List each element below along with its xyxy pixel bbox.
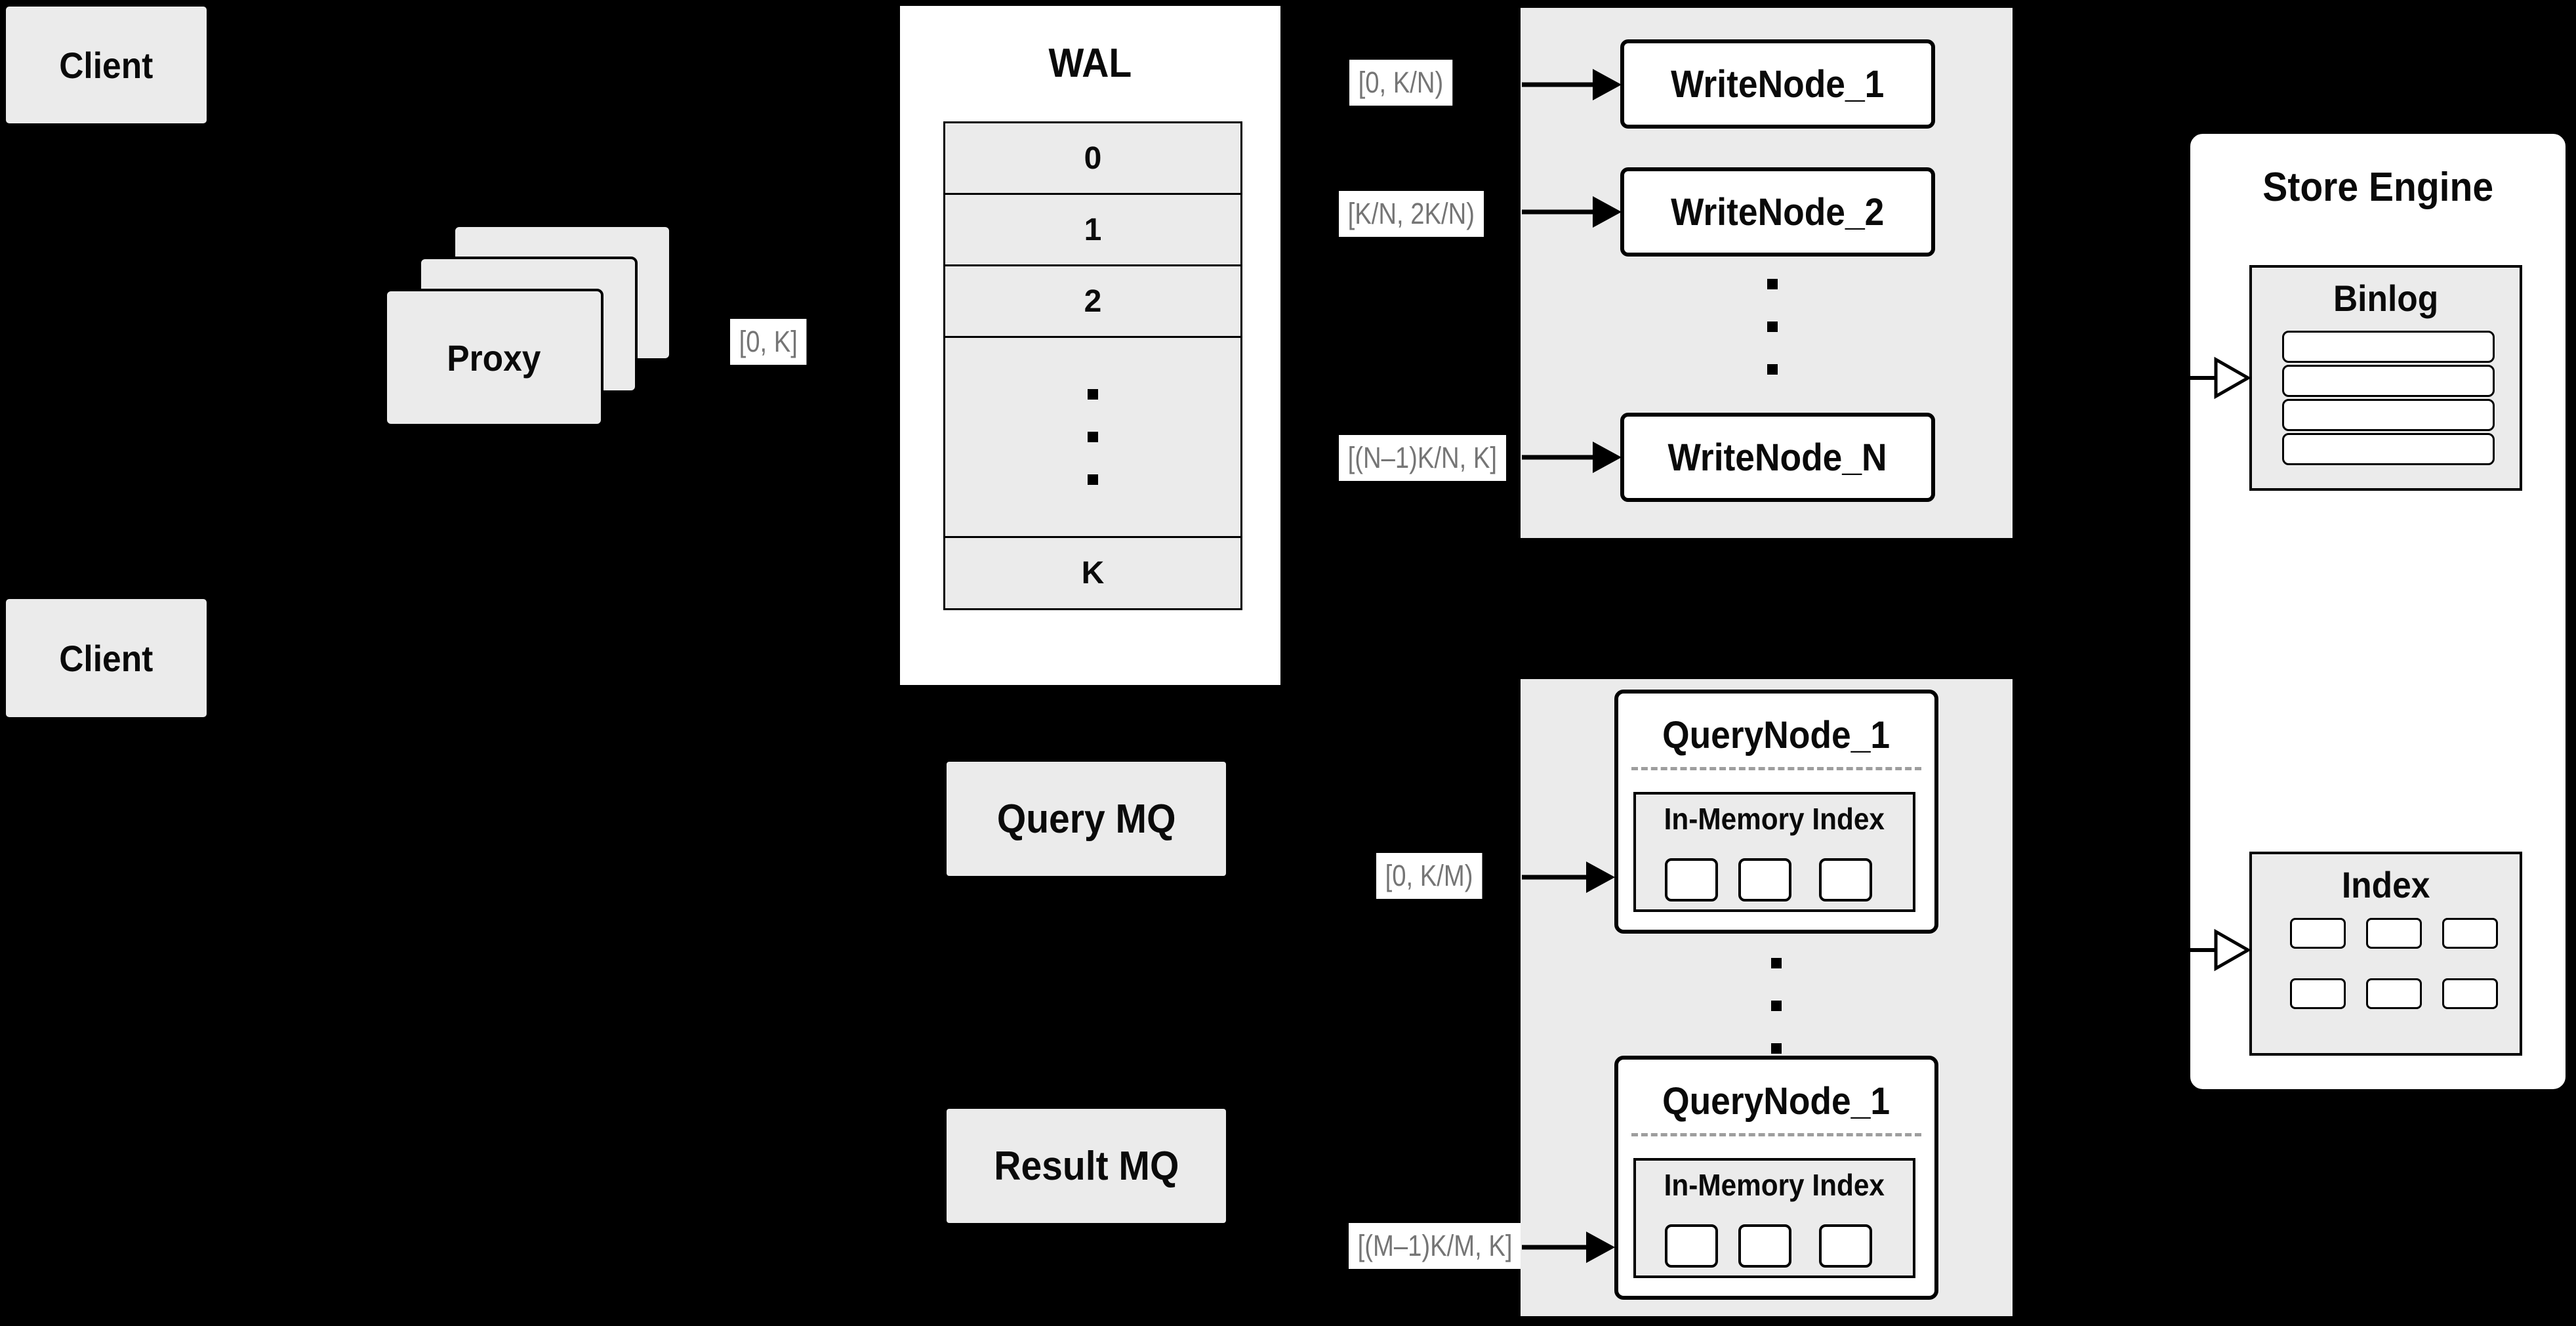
range-label-querynode-m: [(M–1)K/M, K] xyxy=(1349,1223,1522,1269)
index-cell xyxy=(2290,978,2346,1009)
wal-log-row-0: 0 xyxy=(943,121,1242,195)
index-cell xyxy=(2442,978,2498,1009)
writenode-1-box: WriteNode_1 xyxy=(1620,39,1935,129)
writenode-1-label: WriteNode_1 xyxy=(1671,62,1885,106)
binlog-row xyxy=(2282,399,2495,431)
index-cell xyxy=(2366,978,2422,1009)
client-box-bottom: Client xyxy=(6,599,207,717)
querynode-1-box: QueryNode_1 In-Memory Index xyxy=(1614,690,1938,934)
querynode-m-title: QueryNode_1 xyxy=(1662,1080,1891,1123)
wal-log-table: 0 1 2 K xyxy=(943,121,1242,610)
writenode-2-label: WriteNode_2 xyxy=(1671,190,1885,234)
range-label-querynode-1: [0, K/M) xyxy=(1376,853,1482,899)
memory-segment-cell xyxy=(1665,1224,1718,1268)
range-label-writenode-1: [0, K/N) xyxy=(1349,60,1452,106)
memory-segment-cell xyxy=(1819,858,1872,901)
vertical-ellipsis-icon xyxy=(1771,958,1782,1054)
writenode-n-label: WriteNode_N xyxy=(1667,436,1888,479)
binlog-row xyxy=(2282,365,2495,397)
in-memory-index-box-1: In-Memory Index xyxy=(1633,792,1915,912)
memory-segment-cell xyxy=(1738,858,1791,901)
range-label-proxy-to-wal: [0, K] xyxy=(730,319,807,365)
querynode-group-panel: QueryNode_1 In-Memory Index QueryNode_1 … xyxy=(1521,679,2013,1316)
in-memory-index-title: In-Memory Index xyxy=(1664,1168,1885,1202)
proxy-stack: Proxy xyxy=(384,224,672,426)
wal-log-row-k: K xyxy=(943,536,1242,610)
client-bottom-label: Client xyxy=(59,637,153,679)
index-cell xyxy=(2366,918,2422,949)
store-engine-panel: Store Engine Binlog Index xyxy=(2187,131,2569,1092)
range-label-writenode-n: [(N–1)K/N, K] xyxy=(1339,435,1506,481)
wal-log-ellipsis-row xyxy=(943,336,1242,538)
writenode-2-box: WriteNode_2 xyxy=(1620,167,1935,257)
store-engine-title: Store Engine xyxy=(2262,165,2493,210)
wal-title: WAL xyxy=(1048,41,1132,86)
client-top-label: Client xyxy=(59,44,153,86)
result-mq-label: Result MQ xyxy=(993,1143,1179,1189)
index-cell xyxy=(2290,918,2346,949)
querynode-1-title: QueryNode_1 xyxy=(1662,714,1891,756)
memory-segment-cell xyxy=(1738,1224,1791,1268)
writenode-n-box: WriteNode_N xyxy=(1620,413,1935,502)
in-memory-index-title: In-Memory Index xyxy=(1664,802,1885,836)
memory-segment-cell xyxy=(1665,858,1718,901)
vertical-ellipsis-icon xyxy=(1088,389,1098,485)
result-mq-box: Result MQ xyxy=(947,1109,1226,1223)
proxy-label: Proxy xyxy=(447,337,541,379)
binlog-row xyxy=(2282,331,2495,363)
index-cell xyxy=(2442,918,2498,949)
wal-log-row-1: 1 xyxy=(943,193,1242,266)
in-memory-index-box-2: In-Memory Index xyxy=(1633,1158,1915,1278)
querynode-m-box: QueryNode_1 In-Memory Index xyxy=(1614,1056,1938,1300)
wal-log-row-2: 2 xyxy=(943,264,1242,338)
vertical-ellipsis-icon xyxy=(1767,279,1778,375)
writenode-group-panel: WriteNode_1 WriteNode_2 WriteNode_N xyxy=(1521,8,2013,538)
binlog-row xyxy=(2282,433,2495,465)
query-mq-box: Query MQ xyxy=(947,762,1226,876)
dashed-divider xyxy=(1631,767,1921,770)
memory-segment-cell xyxy=(1819,1224,1872,1268)
index-box: Index xyxy=(2249,852,2522,1056)
binlog-title: Binlog xyxy=(2333,278,2439,319)
index-title: Index xyxy=(2341,864,2430,905)
wal-panel: WAL 0 1 2 K xyxy=(897,3,1283,688)
dashed-divider xyxy=(1631,1133,1921,1136)
proxy-card-front: Proxy xyxy=(384,289,603,426)
client-box-top: Client xyxy=(6,7,207,123)
range-label-writenode-2: [K/N, 2K/N) xyxy=(1339,191,1484,237)
binlog-box: Binlog xyxy=(2249,265,2522,491)
query-mq-label: Query MQ xyxy=(996,796,1176,842)
